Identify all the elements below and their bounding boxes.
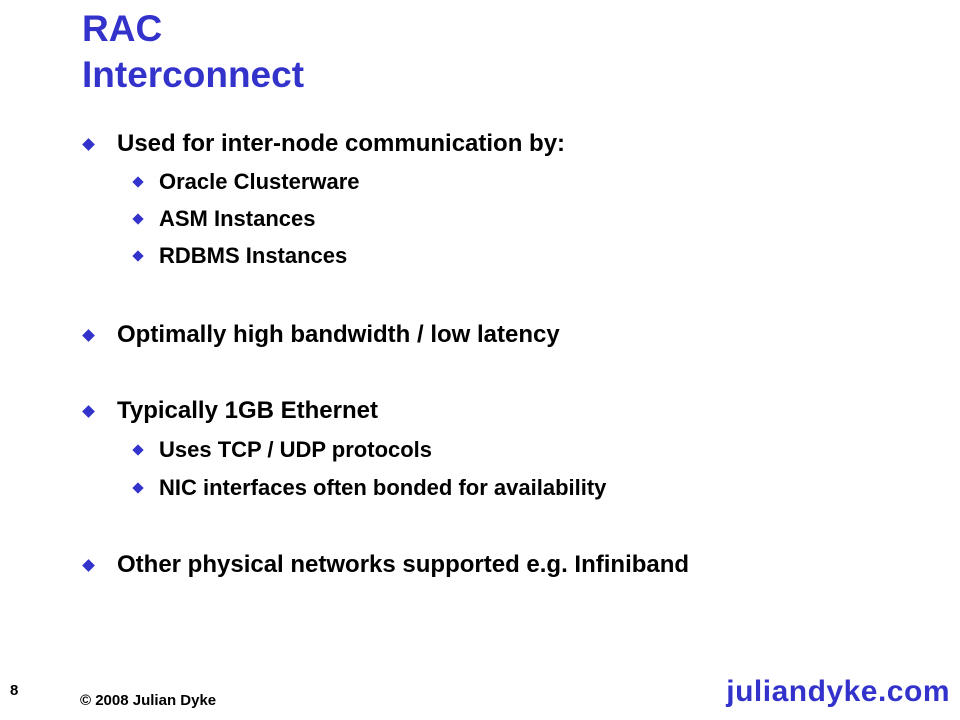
- bullet-text: Used for inter-node communication by:: [117, 130, 566, 157]
- sub-bullet-text: RDBMS Instances: [159, 243, 348, 268]
- slide-title-line-1: RAC: [82, 8, 163, 49]
- diamond-bullet-icon: [132, 176, 144, 188]
- page-number: 8: [10, 682, 19, 699]
- sub-bullet-item: ASM Instances: [130, 205, 316, 233]
- copyright-notice: © 2008 Julian Dyke: [80, 692, 217, 709]
- sub-bullet-text: ASM Instances: [159, 206, 316, 231]
- bullet-item: Optimally high bandwidth / low latency: [80, 320, 560, 350]
- sub-bullet-item: RDBMS Instances: [130, 242, 347, 270]
- slide-title-line-2: Interconnect: [82, 54, 305, 95]
- bullet-item: Other physical networks supported e.g. I…: [80, 550, 689, 580]
- brand-logo-text: juliandyke.com: [726, 675, 950, 708]
- diamond-bullet-icon: [82, 328, 95, 342]
- sub-bullet-item: Uses TCP / UDP protocols: [130, 436, 432, 464]
- sub-bullet-item: NIC interfaces often bonded for availabi…: [130, 474, 606, 502]
- diamond-bullet-icon: [132, 250, 144, 262]
- diamond-bullet-icon: [132, 482, 144, 494]
- diamond-bullet-icon: [132, 213, 144, 225]
- bullet-text: Typically 1GB Ethernet: [117, 397, 378, 424]
- diamond-bullet-icon: [82, 558, 95, 572]
- bullet-text: Other physical networks supported e.g. I…: [117, 551, 690, 578]
- sub-bullet-text: Oracle Clusterware: [159, 169, 360, 194]
- sub-bullet-text: NIC interfaces often bonded for availabi…: [159, 475, 607, 500]
- diamond-bullet-icon: [132, 444, 144, 456]
- diamond-bullet-icon: [82, 404, 95, 418]
- bullet-item: Used for inter-node communication by:: [80, 129, 565, 159]
- slide-title: RAC Interconnect: [82, 6, 304, 98]
- bullet-text: Optimally high bandwidth / low latency: [117, 321, 560, 348]
- sub-bullet-item: Oracle Clusterware: [130, 168, 360, 196]
- diamond-bullet-icon: [82, 137, 95, 151]
- bullet-item: Typically 1GB Ethernet: [80, 396, 378, 426]
- sub-bullet-text: Uses TCP / UDP protocols: [159, 437, 433, 462]
